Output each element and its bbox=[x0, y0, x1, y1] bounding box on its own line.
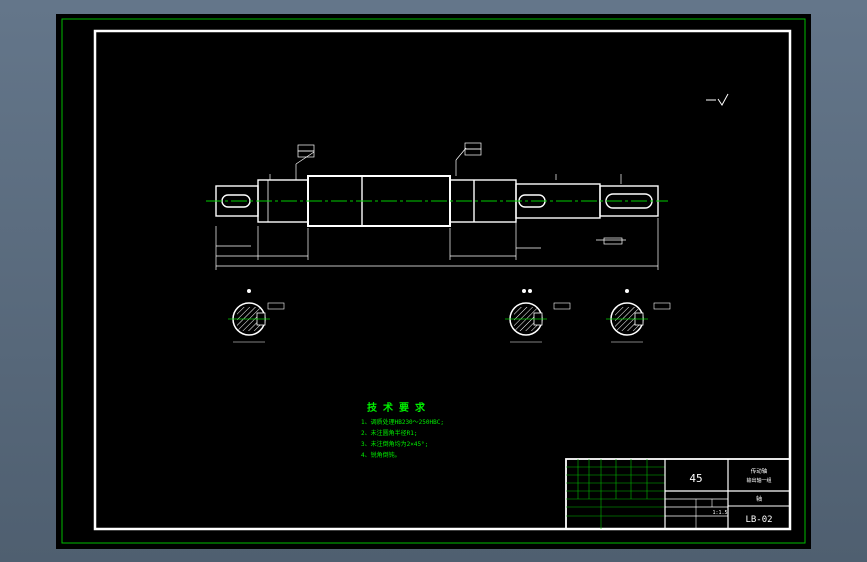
tech-req-item-3: 3、未注倒角均为2×45°; bbox=[361, 440, 428, 448]
drawing-border bbox=[93, 29, 792, 531]
drawing-number-text: LB-02 bbox=[745, 515, 772, 525]
title-block: 45 传动轴 输出轴一组 轴 1:1.5 LB-02 bbox=[565, 458, 791, 530]
drawing-sheet[interactable]: 技 术 要 求 1、调质处理HB230～250HBC; 2、未注圆角半径R1; … bbox=[56, 14, 811, 549]
technical-requirements: 技 术 要 求 1、调质处理HB230～250HBC; 2、未注圆角半径R1; … bbox=[361, 401, 444, 459]
section-view-3 bbox=[606, 289, 671, 343]
scale-text: 1:1.5 bbox=[712, 510, 727, 516]
drawing-canvas: 技 术 要 求 1、调质处理HB230～250HBC; 2、未注圆角半径R1; … bbox=[61, 18, 806, 544]
drawing-name-text: 传动轴 bbox=[751, 467, 768, 475]
material-text: 45 bbox=[689, 472, 702, 485]
drawing-subname-text: 输出轴一组 bbox=[746, 477, 771, 484]
part-name-text: 轴 bbox=[756, 495, 762, 503]
section-view-2 bbox=[505, 289, 571, 343]
section-view-1 bbox=[228, 289, 285, 343]
tech-req-item-4: 4、锐角倒钝。 bbox=[361, 451, 401, 459]
dimension-lines bbox=[215, 147, 659, 270]
roughness-symbol bbox=[706, 93, 729, 106]
tolerance-frames bbox=[297, 142, 623, 245]
outer-frame bbox=[61, 18, 806, 544]
tech-req-item-2: 2、未注圆角半径R1; bbox=[361, 429, 417, 437]
tech-req-item-1: 1、调质处理HB230～250HBC; bbox=[361, 418, 444, 426]
tech-req-title: 技 术 要 求 bbox=[367, 401, 426, 414]
